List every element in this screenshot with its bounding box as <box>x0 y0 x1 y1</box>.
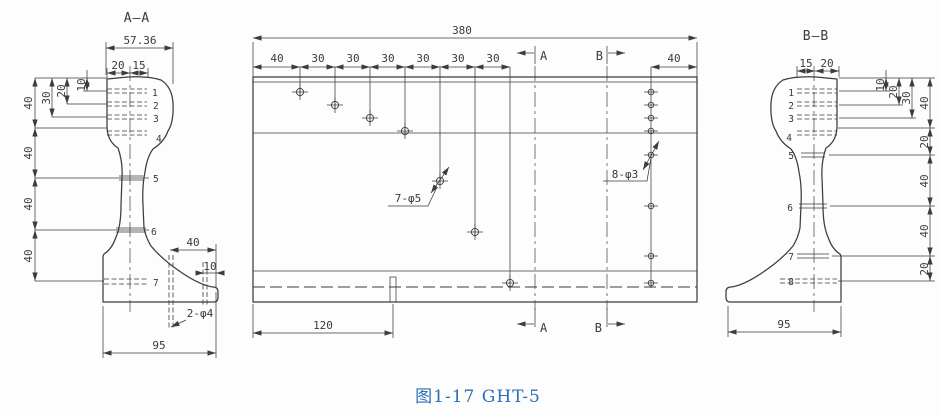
dim-label: 40 <box>22 96 35 109</box>
dim-label: 40 <box>270 52 283 65</box>
point-label: 5 <box>153 174 159 185</box>
view-title: A—A <box>124 11 150 26</box>
point-label: 7 <box>788 252 794 263</box>
dim-label: 20 <box>820 57 833 70</box>
dim-label: 40 <box>22 146 35 159</box>
dim-label: 20 <box>55 84 68 97</box>
dim-label: 40 <box>22 197 35 210</box>
point-label: 2 <box>788 101 794 112</box>
figure-caption: 图1-17 GHT-5 <box>415 387 541 407</box>
leader-foot-holes <box>170 319 187 328</box>
point-label: 4 <box>156 134 162 145</box>
dim-label: 20 <box>887 85 900 98</box>
section-label-b-top: B <box>596 49 603 63</box>
hidden-hole-lines-aa <box>104 88 208 330</box>
dim-label: 40 <box>186 236 199 249</box>
section-label-b-bottom: B <box>595 321 602 335</box>
hidden-hole-lines-bb <box>780 88 837 284</box>
rail-profile-bb <box>725 76 842 303</box>
point-label: 7 <box>153 278 159 289</box>
section-label-a-bottom: A <box>540 321 548 335</box>
section-view-b-b: B—B 15 20 10 20 30 40 20 40 40 20 95 <box>725 29 935 337</box>
dim-label: 10 <box>75 78 88 91</box>
rail-profile-aa <box>102 76 219 303</box>
extension-lines-main <box>252 42 698 338</box>
dim-label: 120 <box>313 319 333 332</box>
dim-label: 30 <box>40 91 53 104</box>
point-label: 8 <box>788 277 794 288</box>
dim-label: 20 <box>111 59 124 72</box>
dim-label: 40 <box>918 224 931 237</box>
dim-label: 30 <box>311 52 324 65</box>
leader-phi5 <box>388 186 438 207</box>
dim-label: 20 <box>918 262 931 275</box>
dim-label: 40 <box>918 96 931 109</box>
web-level-lines-bb <box>797 152 829 259</box>
dim-label: 57.36 <box>123 34 156 47</box>
point-label: 1 <box>788 88 794 99</box>
point-label: 5 <box>788 151 794 162</box>
point-label: 3 <box>788 114 794 125</box>
cut-mark-phi5 <box>430 166 450 194</box>
dim-label: 10 <box>874 78 887 91</box>
dim-label: 10 <box>203 260 216 273</box>
dim-label: 95 <box>152 339 165 352</box>
dim-label: 30 <box>486 52 499 65</box>
dim-label: 20 <box>918 135 931 148</box>
extension-lines-aa <box>35 42 217 358</box>
point-label: 3 <box>153 114 159 125</box>
section-label-a-top: A <box>540 49 548 63</box>
hole-count-label: 2-φ4 <box>187 307 214 320</box>
point-label: 2 <box>153 101 159 112</box>
section-view-a-a: A—A 57.36 20 15 30 20 10 40 40 <box>22 11 225 358</box>
slot-outline <box>389 276 397 302</box>
point-label: 6 <box>787 203 793 214</box>
view-title: B—B <box>803 29 829 44</box>
dim-label: 15 <box>799 57 812 70</box>
dim-label: 15 <box>132 59 145 72</box>
dim-label: 40 <box>667 52 680 65</box>
point-label: 1 <box>152 88 158 99</box>
web-level-lines-aa <box>116 175 146 233</box>
dim-label: 30 <box>451 52 464 65</box>
hole-count-label: 8-φ3 <box>612 168 639 181</box>
hole-count-label: 7-φ5 <box>395 192 422 205</box>
dim-label: 40 <box>918 174 931 187</box>
cut-mark-phi3 <box>642 140 660 171</box>
dim-label: 95 <box>777 318 790 331</box>
dim-label: 30 <box>346 52 359 65</box>
dim-label: 30 <box>900 91 913 104</box>
main-elevation-view: 380 40 30 30 30 30 30 30 40 A A B B 7-φ5… <box>252 24 698 338</box>
dim-label: 30 <box>381 52 394 65</box>
dim-label: 380 <box>452 24 472 37</box>
point-label: 4 <box>786 133 792 144</box>
extension-lines-bb <box>727 66 935 337</box>
dim-label: 40 <box>22 249 35 262</box>
dim-label: 30 <box>416 52 429 65</box>
point-label: 6 <box>151 227 157 238</box>
